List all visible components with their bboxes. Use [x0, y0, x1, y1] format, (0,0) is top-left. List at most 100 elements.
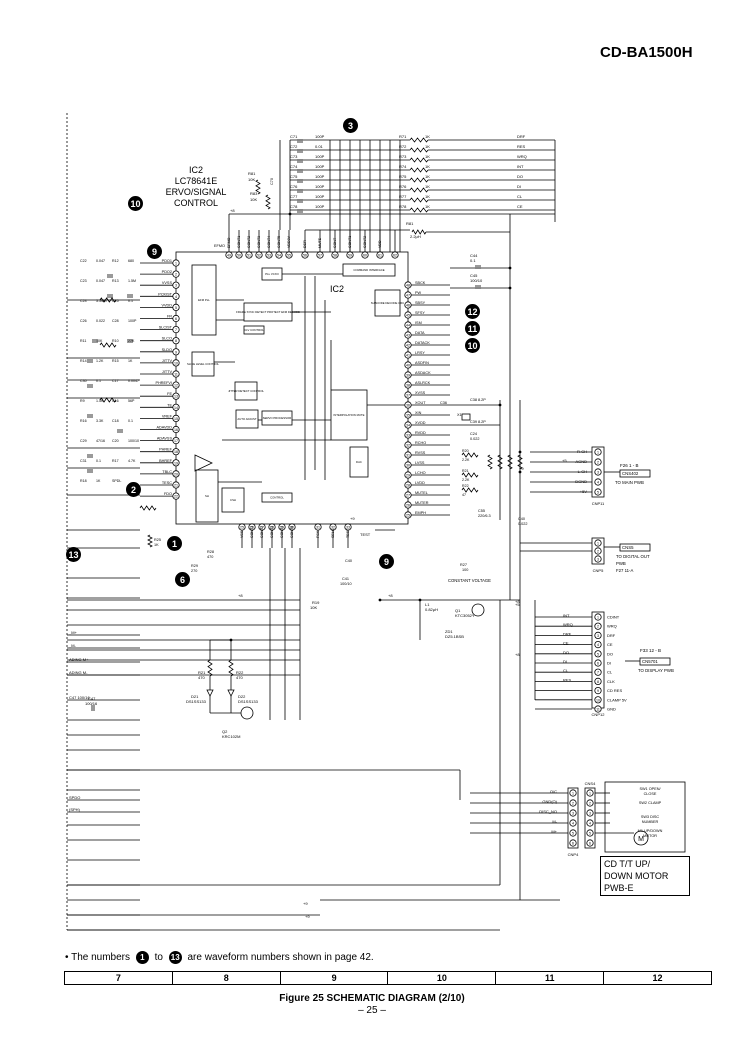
left-passive-label: C31 [80, 459, 87, 463]
pin-number: 61 [378, 254, 382, 258]
crystal-label: X1 [457, 413, 462, 417]
cnp4-pin [569, 839, 577, 847]
ic-block-label: JITTER DETECT CONTROL [228, 389, 264, 393]
ic-bottom-pin [278, 523, 286, 531]
left-passive-label: 0.0047 [128, 379, 139, 383]
grid-col-9: 9 [281, 972, 389, 984]
ic-right-pin [404, 391, 412, 399]
res-label: 1K [154, 543, 159, 547]
test-label: TEST [360, 532, 371, 537]
ic-right-pin-label: LCHO [415, 471, 426, 475]
pin-number: 53 [267, 254, 271, 258]
left-passive-label: 1.5K [96, 399, 104, 403]
left-passive-label: 1.5M [128, 279, 136, 283]
cnp4-body [567, 787, 579, 849]
motor-m-letter: M [638, 836, 644, 843]
pin-number: 5 [572, 832, 574, 836]
res-top [409, 167, 429, 173]
cnp12-pin [594, 631, 602, 640]
pin-number: 41 [406, 354, 410, 358]
left-passive-label: C22 [80, 259, 87, 263]
junction [418, 598, 422, 602]
cnp4-pin-label: M- [552, 819, 557, 824]
res-label: R19 [312, 600, 320, 605]
ic-right-pin [404, 321, 412, 329]
diode-label: D21 [191, 694, 199, 699]
crystal [461, 413, 471, 421]
transistor-q2 [240, 706, 254, 720]
ic-bottom-pin [314, 523, 322, 531]
cnp12-pin-label: DI [607, 661, 611, 666]
rail-label: +9 [350, 516, 355, 521]
res-label: R21 [198, 670, 206, 675]
cnp12-target-box [639, 657, 671, 666]
ic-right-pin [404, 361, 412, 369]
pin-number: 8 [597, 680, 599, 684]
ic-top-pin [331, 251, 339, 259]
left-edge-label: _M+ [68, 630, 78, 635]
ic-internal-block [191, 351, 215, 377]
pin-number: 55 [287, 254, 291, 258]
junction [229, 638, 233, 642]
left-passive-label: C20 [112, 439, 119, 443]
res-ref: R77 [399, 194, 407, 199]
cnp12-pin [594, 622, 602, 630]
pin-number: 19 [174, 461, 178, 465]
pin-number: 15 [174, 417, 178, 421]
ic-left-pin [172, 459, 180, 467]
resistor [99, 342, 117, 348]
pin-number: 1 [597, 542, 599, 546]
cnp12-pin [594, 705, 602, 713]
pin-number: 5 [597, 652, 599, 656]
res-value: 1K [425, 144, 430, 149]
ic-right-pin [404, 341, 412, 349]
ic-title-line-4: CONTROL [173, 198, 218, 208]
inductor-label: L1 [425, 602, 430, 607]
ic-block-label: SH [205, 494, 209, 498]
pin-number: 4 [597, 481, 599, 485]
pin-number: 4 [597, 643, 599, 647]
left-passive-label: R18 [80, 479, 87, 483]
cap-label: C24 [470, 432, 477, 436]
ic-left-pin-label: SLCIST [159, 326, 173, 330]
pin-number: 13 [174, 395, 178, 399]
pin-number: 10 [596, 698, 600, 702]
marker-8: 10 [128, 196, 143, 211]
cnp4-pin-label: M+ [551, 829, 557, 834]
note-prefix: • The numbers [65, 952, 131, 964]
pin-number: 1 [572, 792, 574, 796]
cnp4-pin-label: DISC_NO [539, 809, 557, 814]
resistor [517, 454, 523, 470]
ic-right-pin-label: MUTER [415, 501, 429, 505]
cap-label: C41 [342, 577, 349, 581]
rail-label: +8 [238, 593, 243, 598]
cnp12-dest: TO DISPLAY PWB [638, 668, 674, 673]
motor-symbol [633, 830, 649, 846]
res-label: R25 [154, 538, 161, 542]
ic-block-label: FRAME SYNC DETECT PROTECT EFM DECODE [236, 310, 300, 314]
ic-efmo-label: EFMO [214, 244, 225, 248]
cnp5-body [591, 537, 605, 565]
ic-right-pin [404, 501, 412, 509]
left-passive-label: 0.1 [96, 379, 101, 383]
ic-bottom-pin-label: CONT5 [290, 526, 294, 538]
cnp11-pin-label: AGND [575, 459, 587, 464]
pin-number: 34 [406, 424, 410, 428]
ic-right-pin-label: XOUT [415, 401, 426, 405]
res-top [409, 177, 429, 183]
pin-number: 40 [406, 364, 410, 368]
wire-net [66, 113, 640, 931]
ic-left-pin-label: VREF [162, 414, 173, 418]
marker-9: 9 [379, 554, 394, 569]
signal-label: INT [517, 164, 524, 169]
res-ref: R73 [399, 154, 407, 159]
cap-ref: C75 [290, 174, 298, 179]
pin-number: 32 [331, 526, 335, 530]
pin-number: 27 [260, 526, 264, 530]
cap-value: 100P [315, 164, 325, 169]
cns5-box [619, 543, 651, 552]
pin-number: 2 [175, 273, 177, 277]
res-label: 470 [198, 675, 205, 680]
signal-label: CE [517, 204, 523, 209]
grid-col-10: 10 [388, 972, 497, 984]
